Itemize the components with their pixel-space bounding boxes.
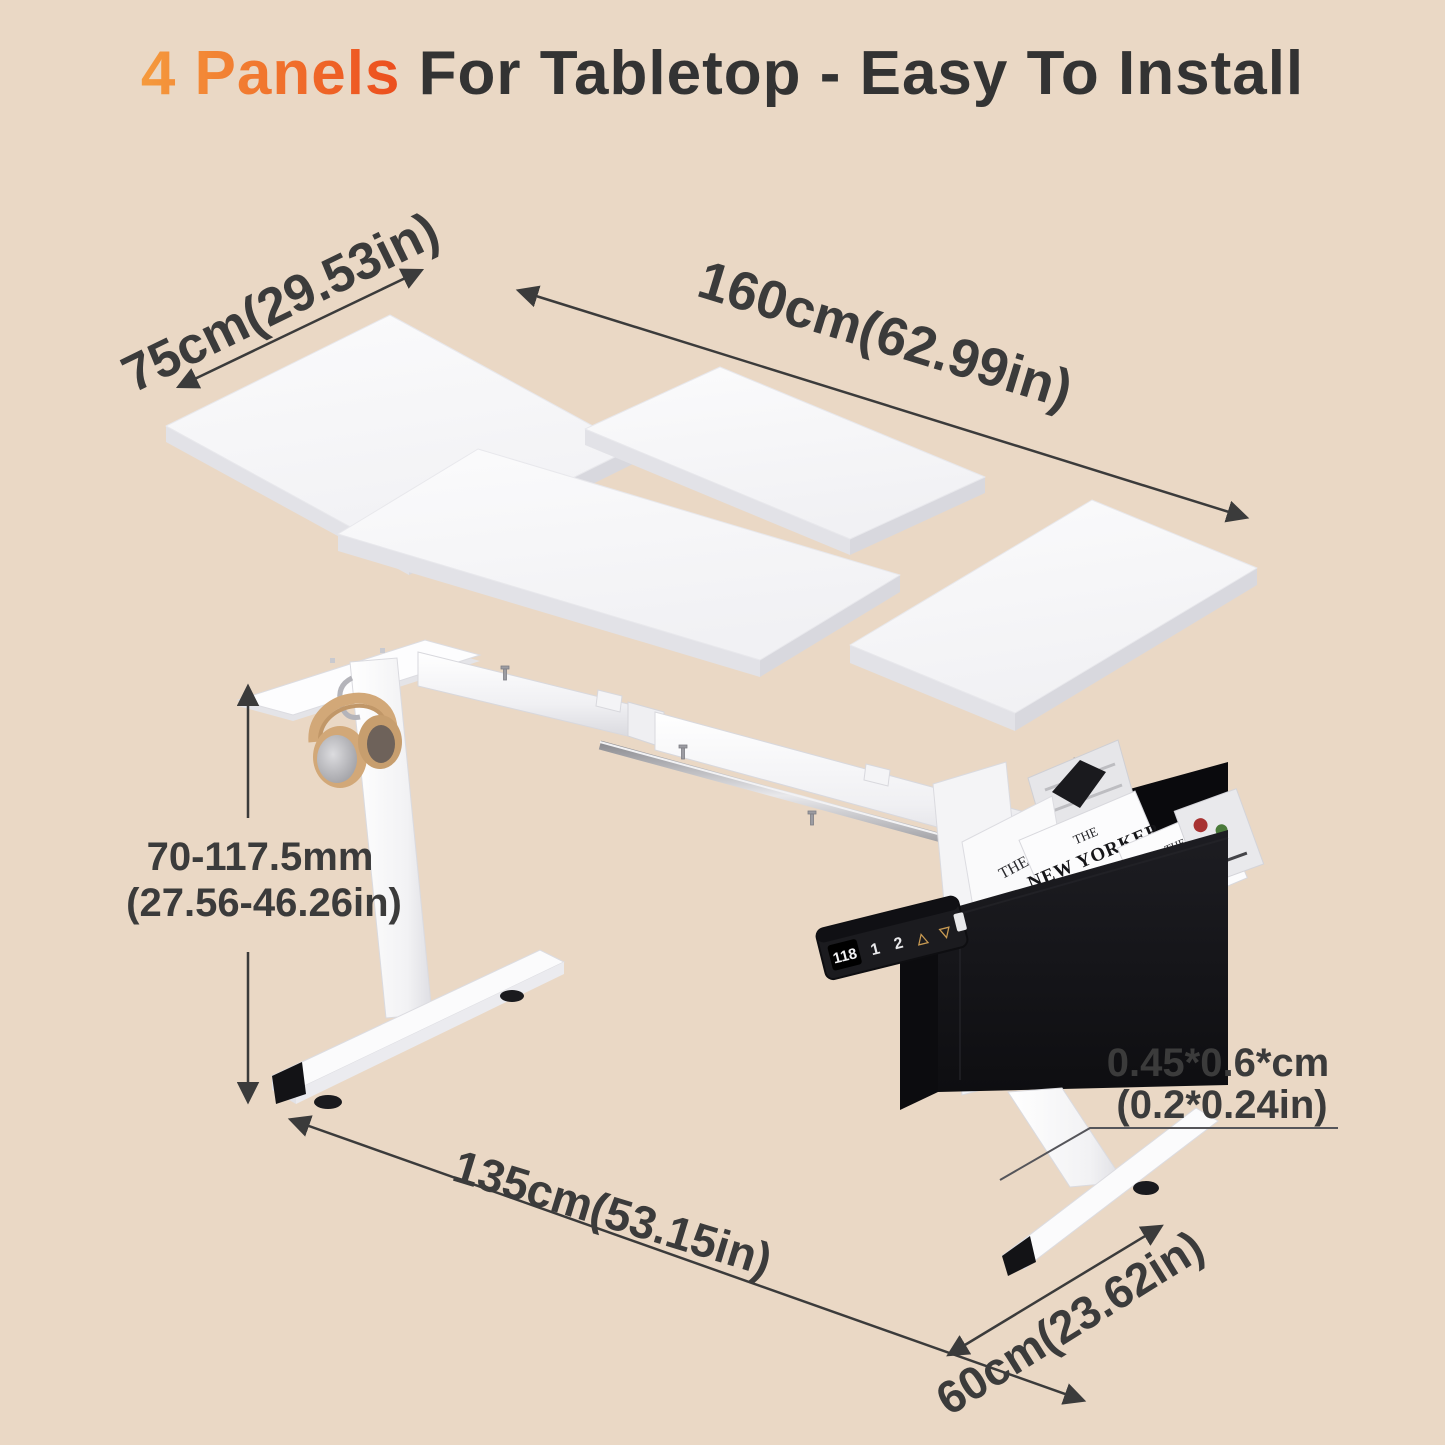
controller-button-1: 1 [869, 940, 882, 959]
bag-side [900, 912, 938, 1110]
panel-3 [337, 448, 901, 677]
bag-front [938, 830, 1228, 1092]
title-rest: For Tabletop - Easy To Install [400, 39, 1305, 108]
height-range-inches-label: (27.56-46.26in) [126, 881, 402, 925]
bracket-clamp [1052, 760, 1106, 808]
controller-display: 118 [831, 945, 859, 967]
frame-length-label: 135cm(53.15in) [447, 1140, 778, 1286]
tabletop-panels [165, 314, 1258, 731]
page-title: 4 Panels For Tabletop - Easy To Install [0, 38, 1445, 109]
controller-button-up: △ [914, 928, 930, 947]
right-leg [1007, 1087, 1125, 1188]
hole-size-inches-label: (0.2*0.24in) [1116, 1083, 1327, 1127]
panel-4 [849, 499, 1258, 731]
height-range-label: 70-117.5mm [147, 835, 374, 879]
controller-button-down: ▽ [937, 922, 953, 941]
hole-size-label: 0.45*0.6*cm [1107, 1041, 1329, 1085]
title-highlight: 4 Panels [140, 39, 401, 108]
left-foot [270, 949, 566, 1109]
height-dimension: 70-117.5mm (27.56-46.26in) [126, 683, 402, 1105]
storage-bag-group: NOW THE NAKED THE NEW YORKER AVEC THE NE… [900, 739, 1265, 1110]
headphones [308, 692, 402, 788]
controller: 118 1 2 △ ▽ [815, 895, 969, 981]
hole-size-callout: 0.45*0.6*cm (0.2*0.24in) [999, 1041, 1338, 1181]
controller-button-2: 2 [892, 935, 905, 954]
